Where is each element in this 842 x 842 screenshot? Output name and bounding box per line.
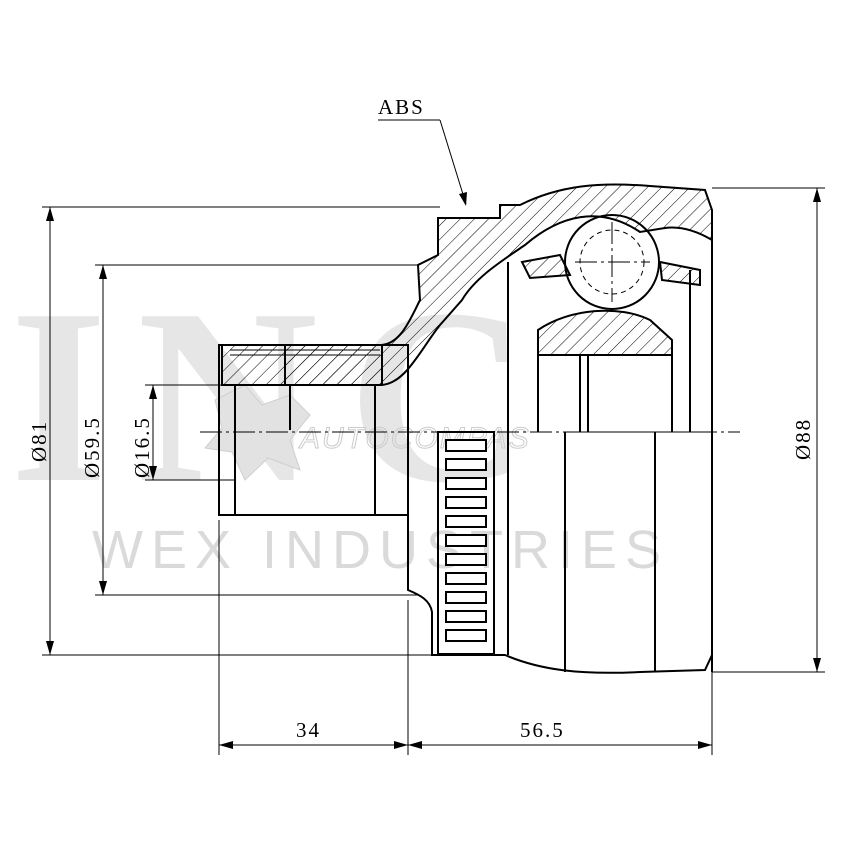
tone-ring-slot — [445, 572, 487, 585]
abs-label: ABS — [378, 95, 425, 119]
watermark-logo-icon — [204, 384, 311, 481]
dimension-outer-diameter-left: Ø81 — [27, 420, 51, 462]
dimension-shaft-diameter: Ø59.5 — [80, 416, 104, 478]
dimension-inner-diameter: Ø16.5 — [130, 416, 154, 478]
tone-ring-slot — [445, 515, 487, 528]
dimension-lines — [46, 188, 821, 749]
extension-lines — [42, 187, 825, 755]
abs-tone-ring — [437, 431, 495, 655]
dimension-bell-diameter: Ø88 — [791, 418, 815, 460]
watermark-brand-letters: INC — [10, 258, 558, 535]
housing-section-upper — [284, 183, 713, 386]
tone-ring-slot — [445, 458, 487, 471]
watermark-company: WEX INDUSTRIES — [92, 520, 669, 580]
watermark: INC WEX INDUSTRIES AUTOCOMPAS — [10, 258, 669, 580]
tone-ring-slot — [445, 534, 487, 547]
dimension-stem-length: 34 — [296, 718, 321, 742]
inner-race-section — [537, 309, 673, 356]
bell-housing-outline — [407, 210, 713, 674]
abs-leader — [439, 119, 467, 205]
watermark-logo-text: AUTOCOMPAS — [298, 422, 531, 455]
tone-ring-slot — [445, 439, 487, 452]
tone-ring-slot — [445, 629, 487, 642]
tone-ring-slot — [445, 477, 487, 490]
tone-ring-slot — [445, 553, 487, 566]
ball — [564, 214, 660, 310]
tone-ring-slot — [445, 591, 487, 604]
abs-leader-arrow — [459, 192, 467, 206]
cage-upper-section — [520, 253, 701, 287]
tone-ring-slot — [445, 496, 487, 509]
tone-ring-slot — [445, 610, 487, 623]
dimension-body-length: 56.5 — [520, 718, 565, 742]
